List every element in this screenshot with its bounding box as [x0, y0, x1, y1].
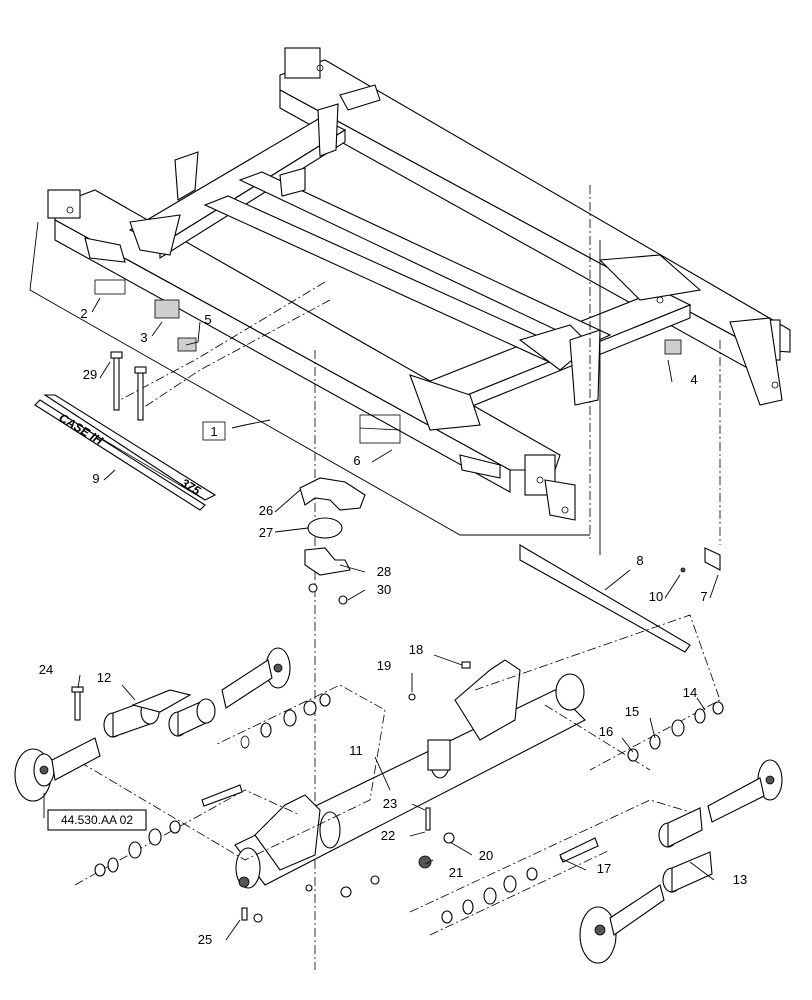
- callout-13: 13: [733, 872, 747, 887]
- hub-assembly-left: [14, 647, 291, 807]
- callout-28: 28: [377, 564, 391, 579]
- hub-assembly-right: [559, 759, 783, 964]
- callout-12: 12: [97, 670, 111, 685]
- callout-17: 17: [597, 861, 611, 876]
- callout-29: 29: [83, 367, 97, 382]
- callout-27: 27: [259, 525, 273, 540]
- decal-8: [519, 544, 691, 653]
- callout-26: 26: [259, 503, 273, 518]
- frame-assembly: [47, 47, 791, 521]
- callout-9: 9: [92, 471, 99, 486]
- leader-lines: [43, 297, 719, 941]
- callout-8: 8: [636, 553, 643, 568]
- callout-19: 19: [377, 658, 391, 673]
- axle-clamp: [299, 477, 366, 605]
- callout-4: 4: [690, 372, 697, 387]
- callout-16: 16: [599, 724, 613, 739]
- nut-19: [408, 693, 416, 701]
- callout-3: 3: [140, 330, 147, 345]
- callout-30: 30: [377, 582, 391, 597]
- decal-9: CASE IH 375: [34, 394, 217, 511]
- callout-20: 20: [479, 848, 493, 863]
- callout-10: 10: [649, 589, 663, 604]
- callout-23: 23: [383, 796, 397, 811]
- callout-7: 7: [700, 589, 707, 604]
- callout-2: 2: [80, 306, 87, 321]
- callout-21: 21: [449, 865, 463, 880]
- callout-24: 24: [39, 662, 53, 677]
- callout-14: 14: [683, 685, 697, 700]
- reference-box[interactable]: 44.530.AA 02: [47, 809, 147, 831]
- callout-18: 18: [409, 642, 423, 657]
- callout-5: 5: [204, 312, 211, 327]
- callout-1: 1: [210, 424, 217, 439]
- clamp-12: [103, 689, 216, 738]
- rivet-10: [680, 567, 686, 573]
- decal-7: [704, 547, 721, 571]
- callout-numbers: 1 2 3 5 4 6 29 9 26 27 28 30 8 10 7 18 1…: [39, 306, 747, 947]
- bolt-29: [110, 351, 147, 421]
- callout-25: 25: [198, 932, 212, 947]
- callout-22: 22: [381, 828, 395, 843]
- callout-6: 6: [353, 453, 360, 468]
- callout-15: 15: [625, 704, 639, 719]
- callout-11: 11: [349, 743, 363, 758]
- reference-label: 44.530.AA 02: [61, 813, 133, 827]
